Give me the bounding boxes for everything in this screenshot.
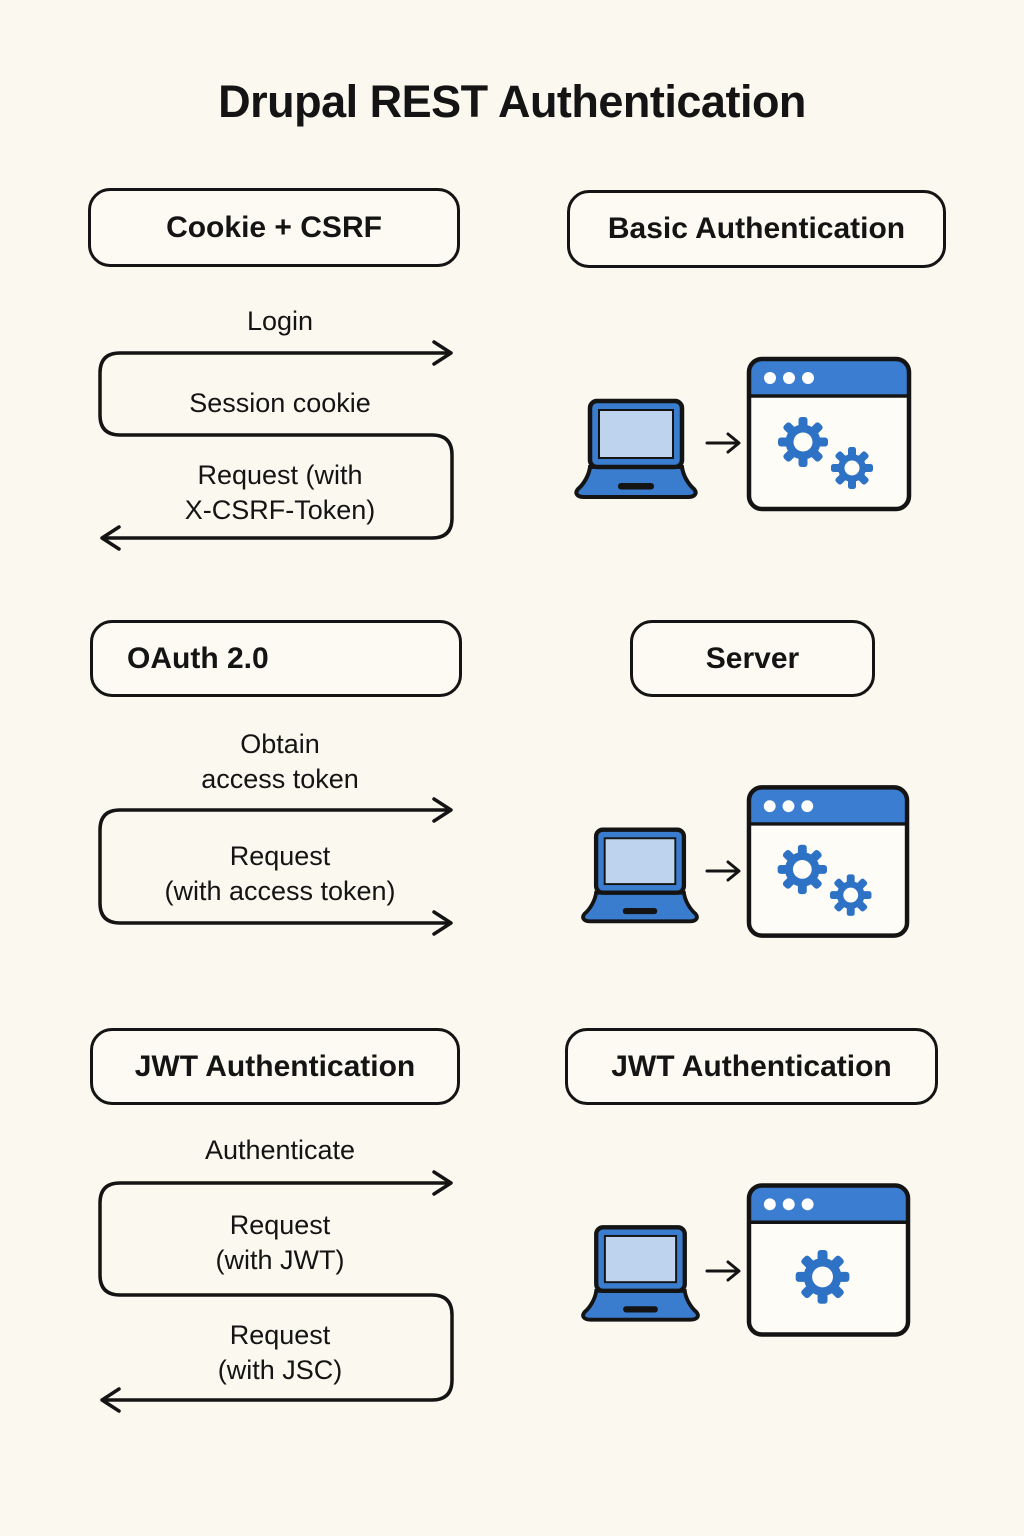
box-jwt-left: JWT Authentication — [90, 1028, 460, 1105]
flow-oauth-arrows — [98, 797, 453, 936]
window-dots — [763, 1198, 814, 1211]
window-titlebar — [748, 787, 908, 824]
laptop-slot — [623, 1306, 658, 1313]
browser-window-one-gear-icon — [746, 1183, 911, 1337]
msg-obtain-token: Obtain access token — [201, 729, 359, 794]
laptop-slot — [618, 483, 654, 490]
flow-jwt-arrows — [98, 1170, 454, 1413]
arrowhead-right-icon — [432, 340, 453, 366]
arrowhead-left-icon — [100, 525, 121, 551]
gear-icon — [829, 874, 872, 916]
flow-cookie-csrf-arrows — [98, 340, 454, 551]
msg-authenticate: Authenticate — [204, 1135, 356, 1165]
window-titlebar — [749, 359, 909, 396]
browser-window-two-gears-icon — [746, 785, 910, 938]
msg-request-jsc: Request (with JSC) — [217, 1320, 343, 1385]
box-basic-authentication-label: Basic Authentication — [607, 212, 906, 245]
arrowhead-right-icon — [432, 910, 453, 936]
box-cookie-csrf-label: Cookie + CSRF — [166, 210, 382, 244]
window-titlebar — [748, 1185, 909, 1223]
laptop-icon — [574, 398, 698, 499]
laptop-icon — [581, 1225, 700, 1322]
flow-snake-path — [98, 351, 454, 540]
right-arrow-icon — [705, 860, 741, 882]
browser-window-two-gears-icon — [746, 356, 912, 512]
arrowhead-right-icon — [432, 797, 453, 823]
right-arrow-icon — [705, 432, 741, 454]
flow-bracket-path — [98, 808, 452, 925]
gear-icon — [778, 417, 828, 467]
box-oauth-label: OAuth 2.0 — [127, 641, 269, 675]
flow-cookie-csrf: Login Session cookie Request (with X-CSR… — [85, 300, 475, 570]
box-jwt-left-label: JWT Authentication — [134, 1049, 416, 1083]
laptop-slot — [622, 907, 658, 915]
msg-request-access-token: Request (with access token) — [164, 841, 396, 906]
box-jwt-right: JWT Authentication — [565, 1028, 938, 1105]
flow-jwt: Authenticate Request (with JWT) Request … — [85, 1130, 475, 1420]
box-jwt-right-label: JWT Authentication — [611, 1049, 892, 1083]
page-title: Drupal REST Authentication — [218, 76, 806, 127]
window-dots — [763, 800, 814, 813]
box-basic-authentication: Basic Authentication — [567, 190, 946, 268]
msg-request-jwt: Request (with JWT) — [215, 1210, 345, 1275]
flow-snake-path — [98, 1181, 454, 1402]
box-server-label: Server — [705, 641, 800, 675]
gear-icon — [777, 844, 828, 895]
arrowhead-left-icon — [100, 1387, 121, 1413]
box-oauth: OAuth 2.0 — [90, 620, 462, 697]
box-cookie-csrf: Cookie + CSRF — [88, 188, 460, 267]
box-server: Server — [630, 620, 875, 697]
msg-request-xcsrf: Request (with X-CSRF-Token) — [184, 460, 376, 525]
msg-login: Login — [246, 306, 314, 336]
gear-icon — [795, 1250, 850, 1304]
right-arrow-icon — [705, 1260, 741, 1282]
msg-session-cookie: Session cookie — [189, 388, 371, 418]
laptop-icon — [581, 827, 699, 924]
flow-oauth: Obtain access token Request (with access… — [85, 715, 475, 945]
arrowhead-right-icon — [432, 1170, 453, 1196]
gear-icon — [831, 447, 873, 489]
window-dots — [764, 372, 814, 384]
